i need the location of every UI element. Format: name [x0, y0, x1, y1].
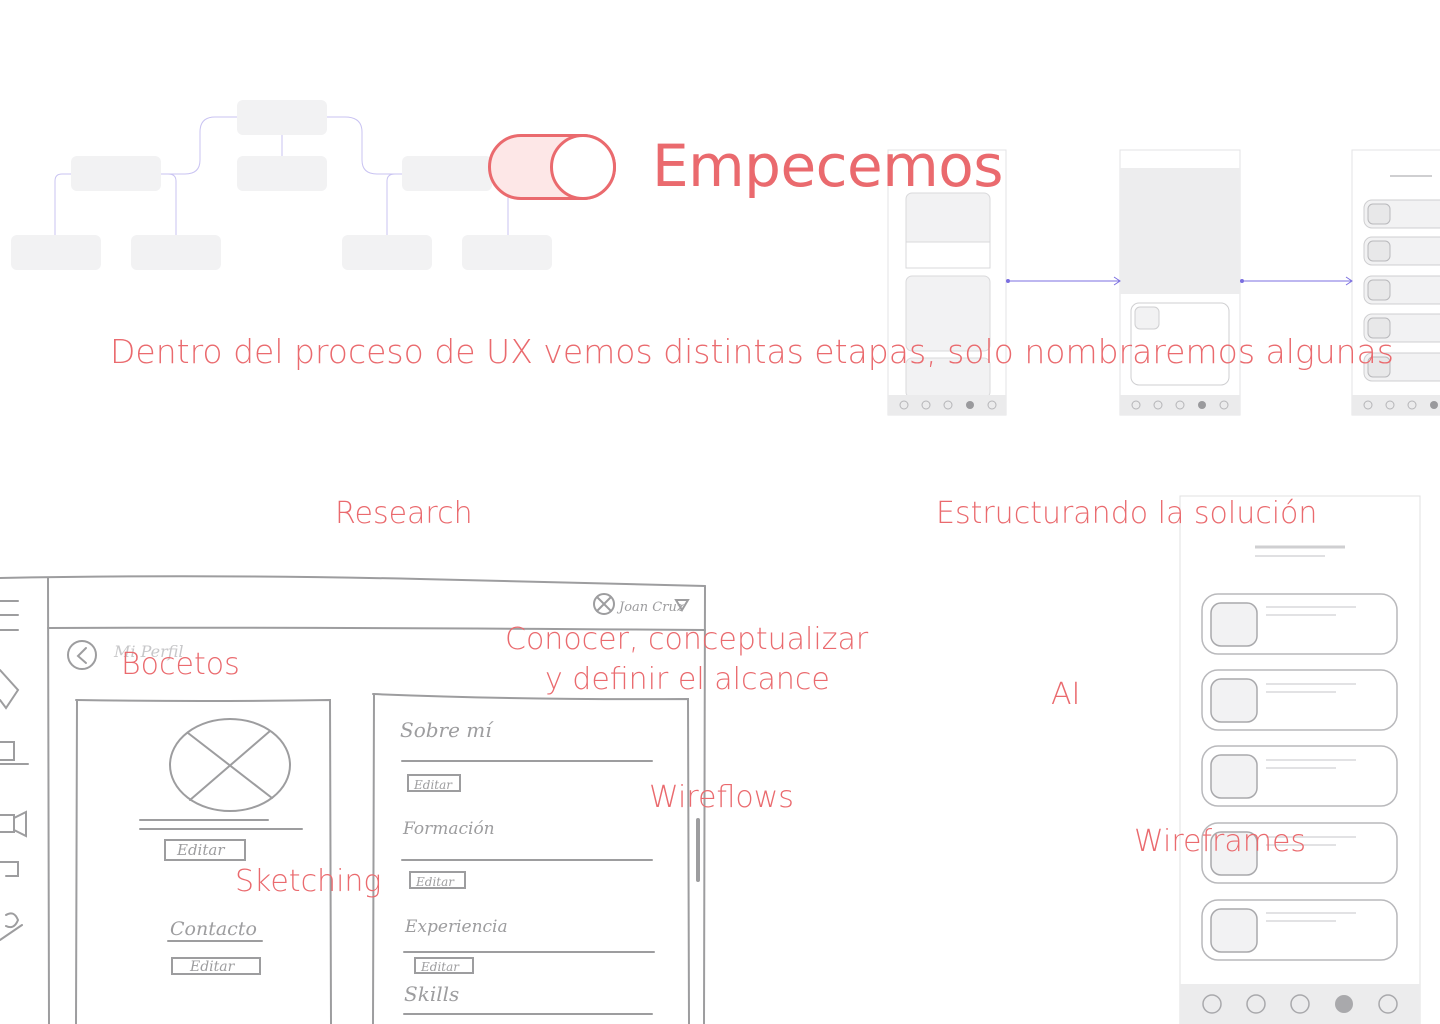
page-title: Empecemos — [652, 132, 1003, 200]
sketch-profile-title: Mi Perfil — [113, 642, 184, 661]
stage-alcance: y definir el alcance — [545, 662, 830, 697]
toggle-knob — [550, 134, 616, 200]
sketch-user-name: Joan Cruz — [616, 600, 684, 615]
sketch-experience-label: Experiencia — [404, 917, 508, 937]
sketch-edit-2: Editar — [415, 875, 455, 889]
stage-wireflows: Wireflows — [649, 780, 794, 815]
stage-ai: AI — [1051, 677, 1081, 712]
sketch-skills-label: Skills — [404, 982, 459, 1006]
stage-bocetos: Bocetos — [121, 647, 240, 682]
stage-conocer: Conocer, conceptualizar — [505, 622, 869, 657]
stage-research: Research — [335, 496, 473, 531]
wireframe-phone — [1179, 495, 1421, 1024]
stage-wireframes: Wireframes — [1134, 824, 1307, 859]
sketch-contact-label: Contacto — [170, 918, 257, 940]
sketch-about-label: Sobre mí — [400, 718, 494, 742]
sketch-edit-3: Editar — [420, 960, 460, 974]
wireflow-diagram — [887, 149, 1440, 416]
sitemap-diagram — [11, 100, 552, 270]
sketch-edit-5: Editar — [189, 959, 236, 975]
stage-estructurando: Estructurando la solución — [936, 496, 1318, 531]
sketch-education-label: Formación — [402, 819, 495, 839]
page-subtitle: Dentro del proceso de UX vemos distintas… — [110, 332, 1394, 371]
sketch-edit-4: Editar — [176, 841, 225, 859]
toggle-switch[interactable] — [488, 134, 616, 200]
sketch-edit-1: Editar — [413, 778, 453, 792]
stage-sketching: Sketching — [235, 864, 382, 899]
